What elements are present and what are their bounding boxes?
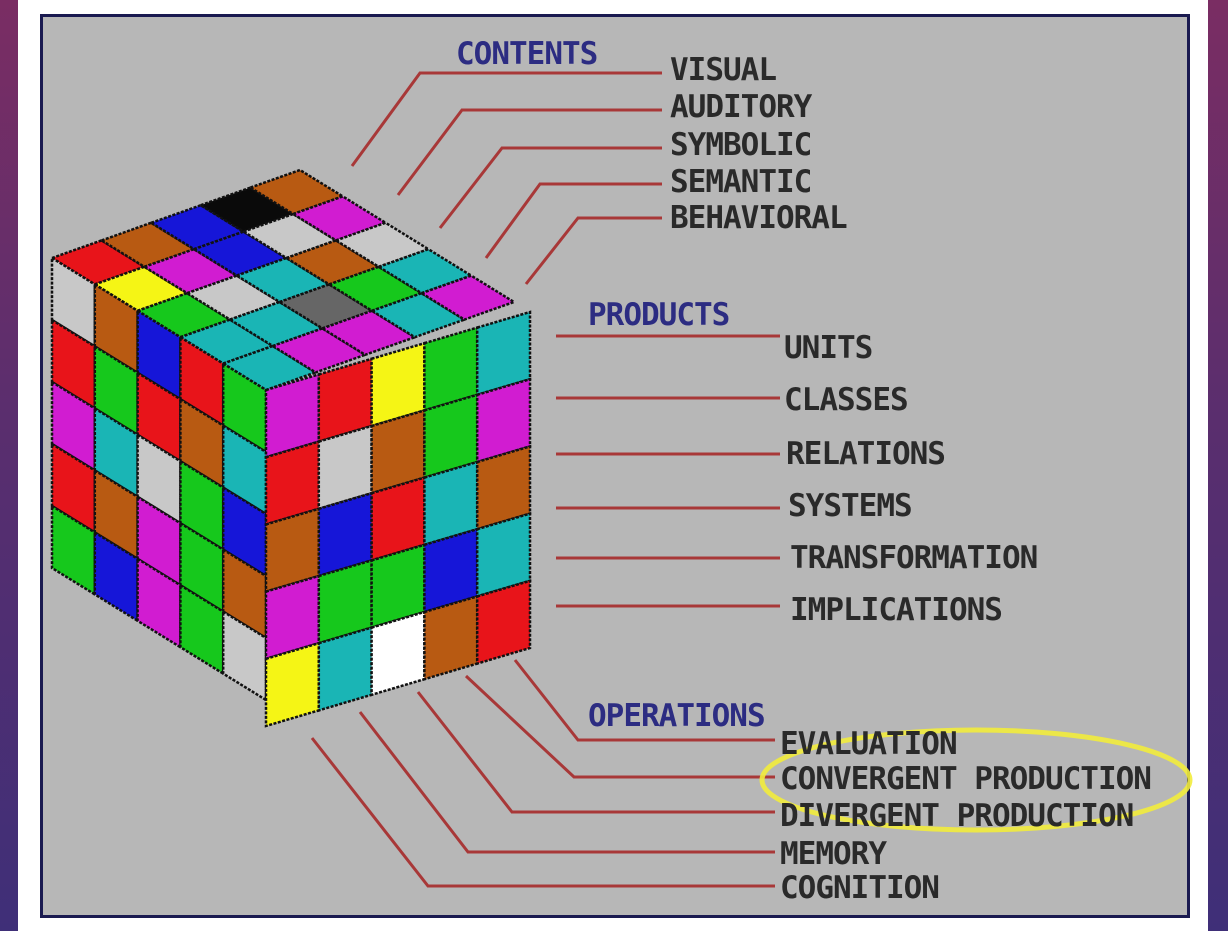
cube-top-cell xyxy=(326,265,425,313)
cube-left-cell xyxy=(136,308,182,402)
cube-left-cell xyxy=(50,255,97,349)
products-item-relations: RELATIONS xyxy=(786,436,945,472)
cube-top-cell xyxy=(233,256,333,304)
cube-left-cell xyxy=(136,432,182,526)
cube-top-cell xyxy=(283,239,382,286)
cube-top-cell xyxy=(227,300,326,348)
cube-left-cell xyxy=(136,370,182,464)
products-item-implications: IMPLICATIONS xyxy=(790,592,1002,628)
cube-left-cell xyxy=(179,458,225,552)
cube-top-cell xyxy=(276,283,375,330)
leader-line-operations-evaluation xyxy=(513,659,775,742)
cube-top-cell xyxy=(148,203,247,251)
cube-left-cell xyxy=(221,423,268,517)
cube-model xyxy=(49,168,532,728)
cube-left-cell xyxy=(136,494,182,588)
cube-left-cell xyxy=(93,530,139,624)
cube-left-cell xyxy=(179,334,225,428)
cube-left-cell xyxy=(93,406,139,500)
cube-right-cell xyxy=(475,579,532,666)
contents-heading: CONTENTS xyxy=(456,36,597,72)
cube-top-cell xyxy=(269,327,369,374)
highlight-circle xyxy=(759,727,1193,833)
leader-line-contents-visual xyxy=(350,71,662,167)
leader-line-operations-cognition xyxy=(310,737,775,888)
operations-item-evaluation: EVALUATION xyxy=(780,726,957,762)
cube-top-cell xyxy=(197,186,297,233)
contents-item-symbolic: SYMBOLIC xyxy=(670,127,811,163)
cube-top-cell xyxy=(191,230,290,277)
cube-top-cell xyxy=(375,247,475,295)
leader-line-contents-semantic xyxy=(484,182,662,259)
contents-item-auditory: AUDITORY xyxy=(670,89,813,125)
cube-left-cell xyxy=(93,282,139,376)
contents-item-behavioral: BEHAVIORAL xyxy=(670,200,847,236)
cube-top-cell xyxy=(98,221,197,269)
leader-line-operations-convergent xyxy=(464,674,775,779)
cube-top-cell xyxy=(184,274,283,321)
products-item-systems: SYSTEMS xyxy=(788,488,912,524)
leader-line-contents-symbolic xyxy=(438,146,662,229)
leader-line-contents-auditory xyxy=(396,108,662,196)
products-heading: PRODUCTS xyxy=(588,297,729,333)
products-item-units: UNITS xyxy=(784,330,872,366)
cube-left-cell xyxy=(179,520,225,614)
operations-item-cognition: COGNITION xyxy=(780,870,939,906)
operations-item-divergent-production: DIVERGENT PRODUCTION xyxy=(780,798,1133,834)
contents-item-visual: VISUAL xyxy=(670,52,776,88)
cube-top-cell xyxy=(141,247,240,295)
cube-left-cell xyxy=(93,344,139,438)
leader-line-operations-divergent xyxy=(416,691,775,814)
cube-left-cell xyxy=(50,441,97,535)
leader-line-operations-memory xyxy=(358,711,775,854)
cube-left-cell xyxy=(179,396,225,490)
cube-left-cell xyxy=(221,361,268,455)
cube-top-cell xyxy=(247,168,346,216)
cube-left-cell xyxy=(50,317,97,411)
cube-left-cell xyxy=(136,556,182,650)
operations-item-convergent-production: CONVERGENT PRODUCTION xyxy=(780,761,1151,797)
cube-left-cell xyxy=(179,582,225,676)
products-item-classes: CLASSES xyxy=(784,382,908,418)
cube-top-cell xyxy=(290,195,389,242)
leader-line-contents-behavioral xyxy=(524,216,662,285)
cube-left-cell xyxy=(221,609,268,703)
cube-left-cell xyxy=(50,379,97,473)
cube-top-cell xyxy=(240,212,339,260)
cube-top-cell xyxy=(369,291,468,339)
cube-top-cell xyxy=(319,309,418,357)
cube-top-cell xyxy=(418,274,517,321)
cube-left-cell xyxy=(50,503,97,597)
cube-left-cell xyxy=(221,485,268,579)
operations-item-memory: MEMORY xyxy=(780,836,887,872)
cube-top-cell xyxy=(333,221,432,269)
cube-left-cell xyxy=(93,468,139,562)
cube-left-cell xyxy=(221,547,268,641)
leader-lines xyxy=(310,71,780,888)
products-item-transformation: TRANSFORMATION xyxy=(790,540,1037,576)
labels: CONTENTS VISUAL AUDITORY SYMBOLIC SEMANT… xyxy=(456,36,1152,906)
operations-heading: OPERATIONS xyxy=(588,698,765,734)
contents-item-semantic: SEMANTIC xyxy=(670,164,811,200)
